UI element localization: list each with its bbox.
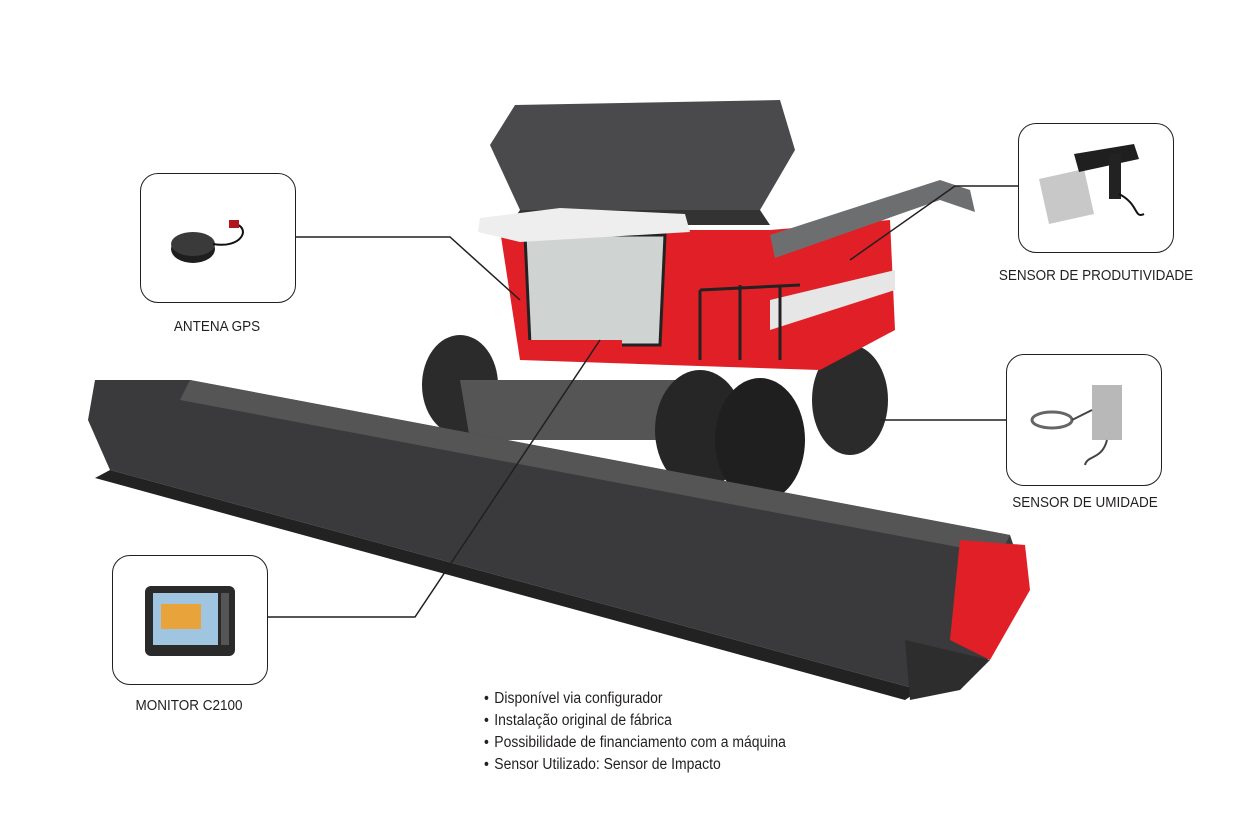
front-wheels: [655, 370, 805, 502]
feature-item: Instalação original de fábrica: [484, 710, 786, 732]
gps-antenna-label: ANTENA GPS: [173, 318, 261, 335]
yield-sensor-icon: [1039, 144, 1145, 224]
grain-header: [88, 380, 1030, 700]
moisture-sensor-icon: [1030, 385, 1122, 466]
feature-item: Disponível via configurador: [484, 688, 786, 710]
moisture-sensor-box: [1006, 354, 1162, 486]
yield-sensor-box: [1018, 123, 1174, 253]
monitor-box: [112, 555, 268, 685]
harvester-body: [460, 100, 975, 440]
monitor-icon: [145, 586, 235, 656]
gps-antenna-icon: [171, 220, 244, 263]
monitor-label: MONITOR C2100: [135, 697, 243, 714]
feature-list: Disponível via configurador Instalação o…: [484, 688, 786, 776]
yield-sensor-label: SENSOR DE PRODUTIVIDADE: [998, 267, 1194, 284]
gps-antenna-box: [140, 173, 296, 303]
leader-lines: [266, 185, 1018, 618]
moisture-sensor-label: SENSOR DE UMIDADE: [1012, 494, 1158, 511]
feature-item: Possibilidade de financiamento com a máq…: [484, 732, 786, 754]
feature-item: Sensor Utilizado: Sensor de Impacto: [484, 754, 786, 776]
